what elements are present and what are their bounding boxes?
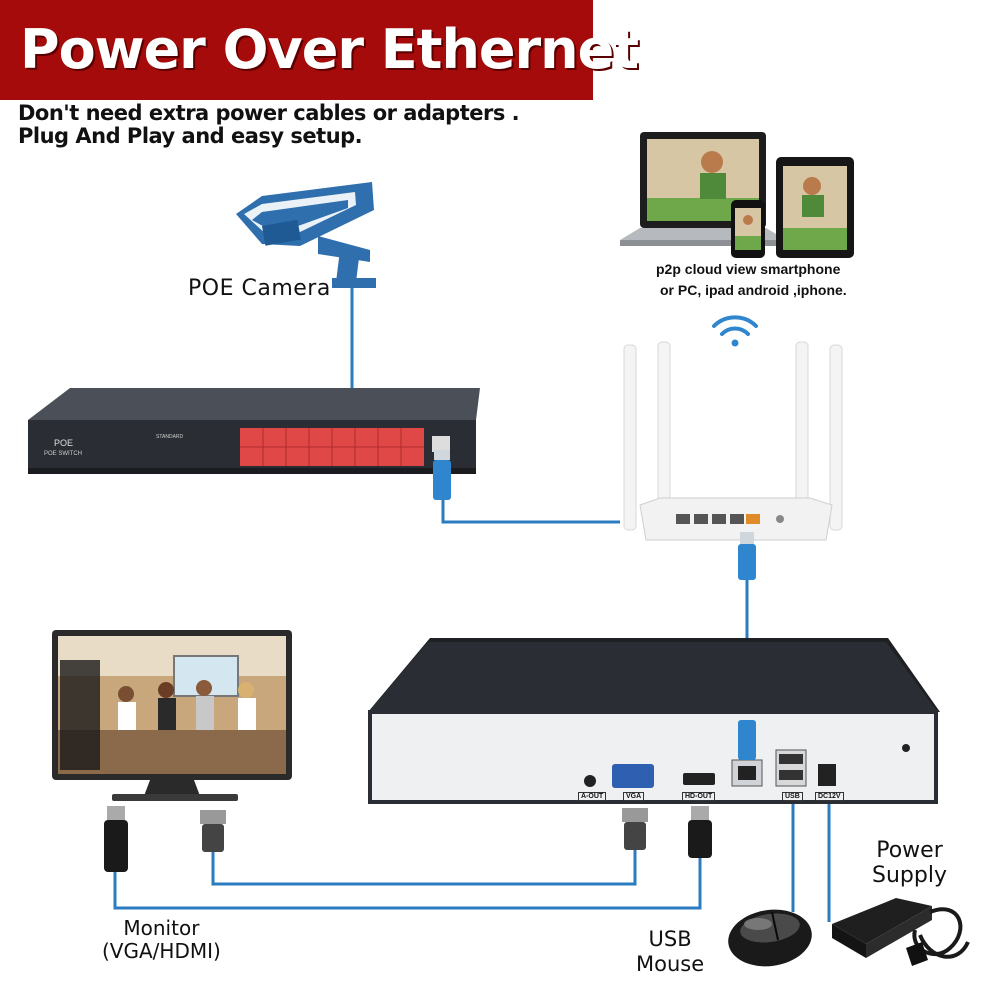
power-label: Power Supply — [872, 838, 947, 888]
mouse-label-line-2: Mouse — [636, 952, 705, 976]
audio-port — [584, 775, 596, 787]
power-label-line-2: Supply — [872, 863, 947, 888]
wifi-icon — [712, 315, 758, 347]
monitor-label: Monitor (VGA/HDMI) — [102, 917, 221, 963]
subtitle-line-2: Plug And Play and easy setup. — [18, 124, 363, 148]
switch-port-grid — [240, 428, 424, 466]
hdmi-plug-right-icon — [688, 806, 712, 858]
switch-model: POE SWITCH — [44, 451, 83, 457]
smartphone-icon — [731, 200, 765, 258]
vga-plug-right-icon — [622, 808, 648, 850]
subtitle: Don't need extra power cables or adapter… — [18, 101, 520, 148]
port-label-aout: A-OUT — [578, 792, 607, 801]
lan-port — [738, 766, 756, 780]
hdmi-cable — [113, 855, 702, 910]
tablet-icon — [776, 157, 854, 258]
router-icon — [623, 341, 843, 541]
port-label-usb: USB — [782, 792, 803, 801]
nvr-plug-icon — [738, 720, 756, 760]
poe-switch-icon — [28, 388, 480, 474]
hdmi-plug-left-icon — [104, 806, 128, 872]
power-adapter-icon — [832, 898, 970, 966]
port-label-vga: VGA — [623, 792, 645, 801]
subtitle-line-1: Don't need extra power cables or adapter… — [18, 101, 520, 125]
title-banner: Power Over Ethernet — [0, 0, 639, 100]
port-label-hdout: HD-OUT — [682, 792, 716, 801]
mouse-icon — [728, 909, 812, 967]
page-title: Power Over Ethernet — [20, 18, 639, 81]
laptop-icon — [620, 132, 786, 246]
dc-port — [818, 764, 836, 786]
mouse-label-line-1: USB — [648, 927, 692, 951]
switch-brand: POE — [54, 438, 74, 448]
cloud-caption-line-2: or PC, ipad android ,iphone. — [660, 282, 847, 298]
hdmi-port — [683, 773, 715, 785]
vga-plug-left-icon — [200, 810, 226, 852]
camera-icon — [236, 182, 376, 288]
vga-cable — [211, 850, 637, 886]
cloud-caption-line-1: p2p cloud view smartphone — [656, 261, 841, 277]
switch-plug-icon — [433, 450, 451, 500]
cables — [113, 262, 831, 922]
monitor-label-line-1: Monitor — [123, 916, 200, 940]
monitor-icon — [52, 630, 292, 801]
switch-router-cable — [441, 500, 620, 524]
switch-standard: STANDARD — [156, 434, 184, 440]
vga-port — [612, 764, 654, 788]
nvr-icon — [368, 638, 940, 804]
port-label-dc: DC12V — [815, 792, 844, 801]
mouse-label: USB Mouse — [636, 927, 704, 977]
monitor-label-line-2: (VGA/HDMI) — [102, 939, 221, 963]
cloud-caption: p2p cloud view smartphone or PC, ipad an… — [652, 259, 847, 301]
power-label-line-1: Power — [876, 838, 943, 863]
camera-label: POE Camera — [188, 276, 331, 301]
router-plug-icon — [738, 532, 756, 580]
